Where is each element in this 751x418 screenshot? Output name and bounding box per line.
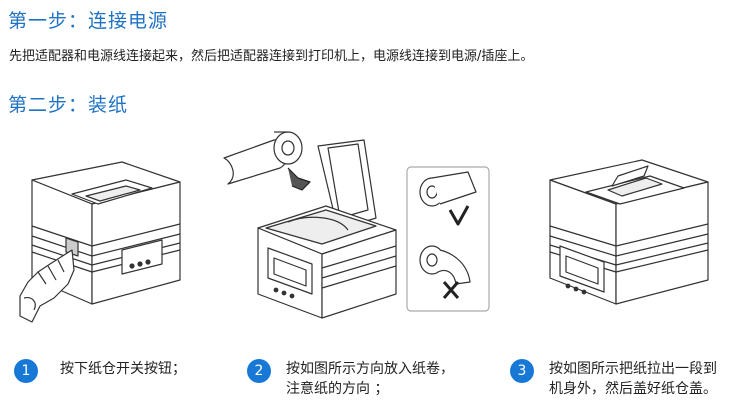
section2-heading: 第二步：装纸 [8,94,129,116]
step-3-line-1: 按如图所示把纸拉出一段到 [549,361,717,377]
step-3: 3 按如图所示把纸拉出一段到 机身外，然后盖好纸仓盖。 [510,359,717,399]
paper-roll-wrong-icon [419,245,471,285]
step-2-number-badge: 2 [247,359,271,383]
section1-paragraph: 先把适配器和电源线连接起来，然后把适配器连接到打印机上，电源线连接到电源/插座上… [9,49,534,64]
step-3-number-badge: 3 [510,359,534,383]
step-1-number-badge: 1 [14,359,38,383]
step-2-line-1: 按如图所示方向放入纸卷， [286,361,454,377]
step-2-line-2: 注意纸的方向 ； [286,381,389,397]
printer-closed-hand-illustration [19,161,181,323]
step-3-line-2: 机身外，然后盖好纸仓盖。 [549,381,717,397]
step-3-text: 按如图所示把纸拉出一段到 机身外，然后盖好纸仓盖。 [549,359,717,399]
check-mark-icon [448,205,470,226]
printer-paper-out-illustration [549,159,709,305]
step-1: 1 按下纸仓开关按钮； [14,359,186,383]
step-2: 2 按如图所示方向放入纸卷， 注意纸的方向 ； [247,359,454,399]
hand-pressing-icon [19,249,75,323]
step-1-text: 按下纸仓开关按钮； [60,359,186,379]
step-1-line-1: 按下纸仓开关按钮； [60,361,186,377]
paper-direction-illustration [406,166,490,312]
section1-heading: 第一步：连接电源 [8,10,169,32]
printer-open-roll-illustration [223,131,397,319]
paper-roll-correct-icon [419,171,477,207]
paper-roll-icon [223,131,303,185]
cross-mark-icon [442,281,460,299]
step-2-text: 按如图所示方向放入纸卷， 注意纸的方向 ； [286,359,454,399]
